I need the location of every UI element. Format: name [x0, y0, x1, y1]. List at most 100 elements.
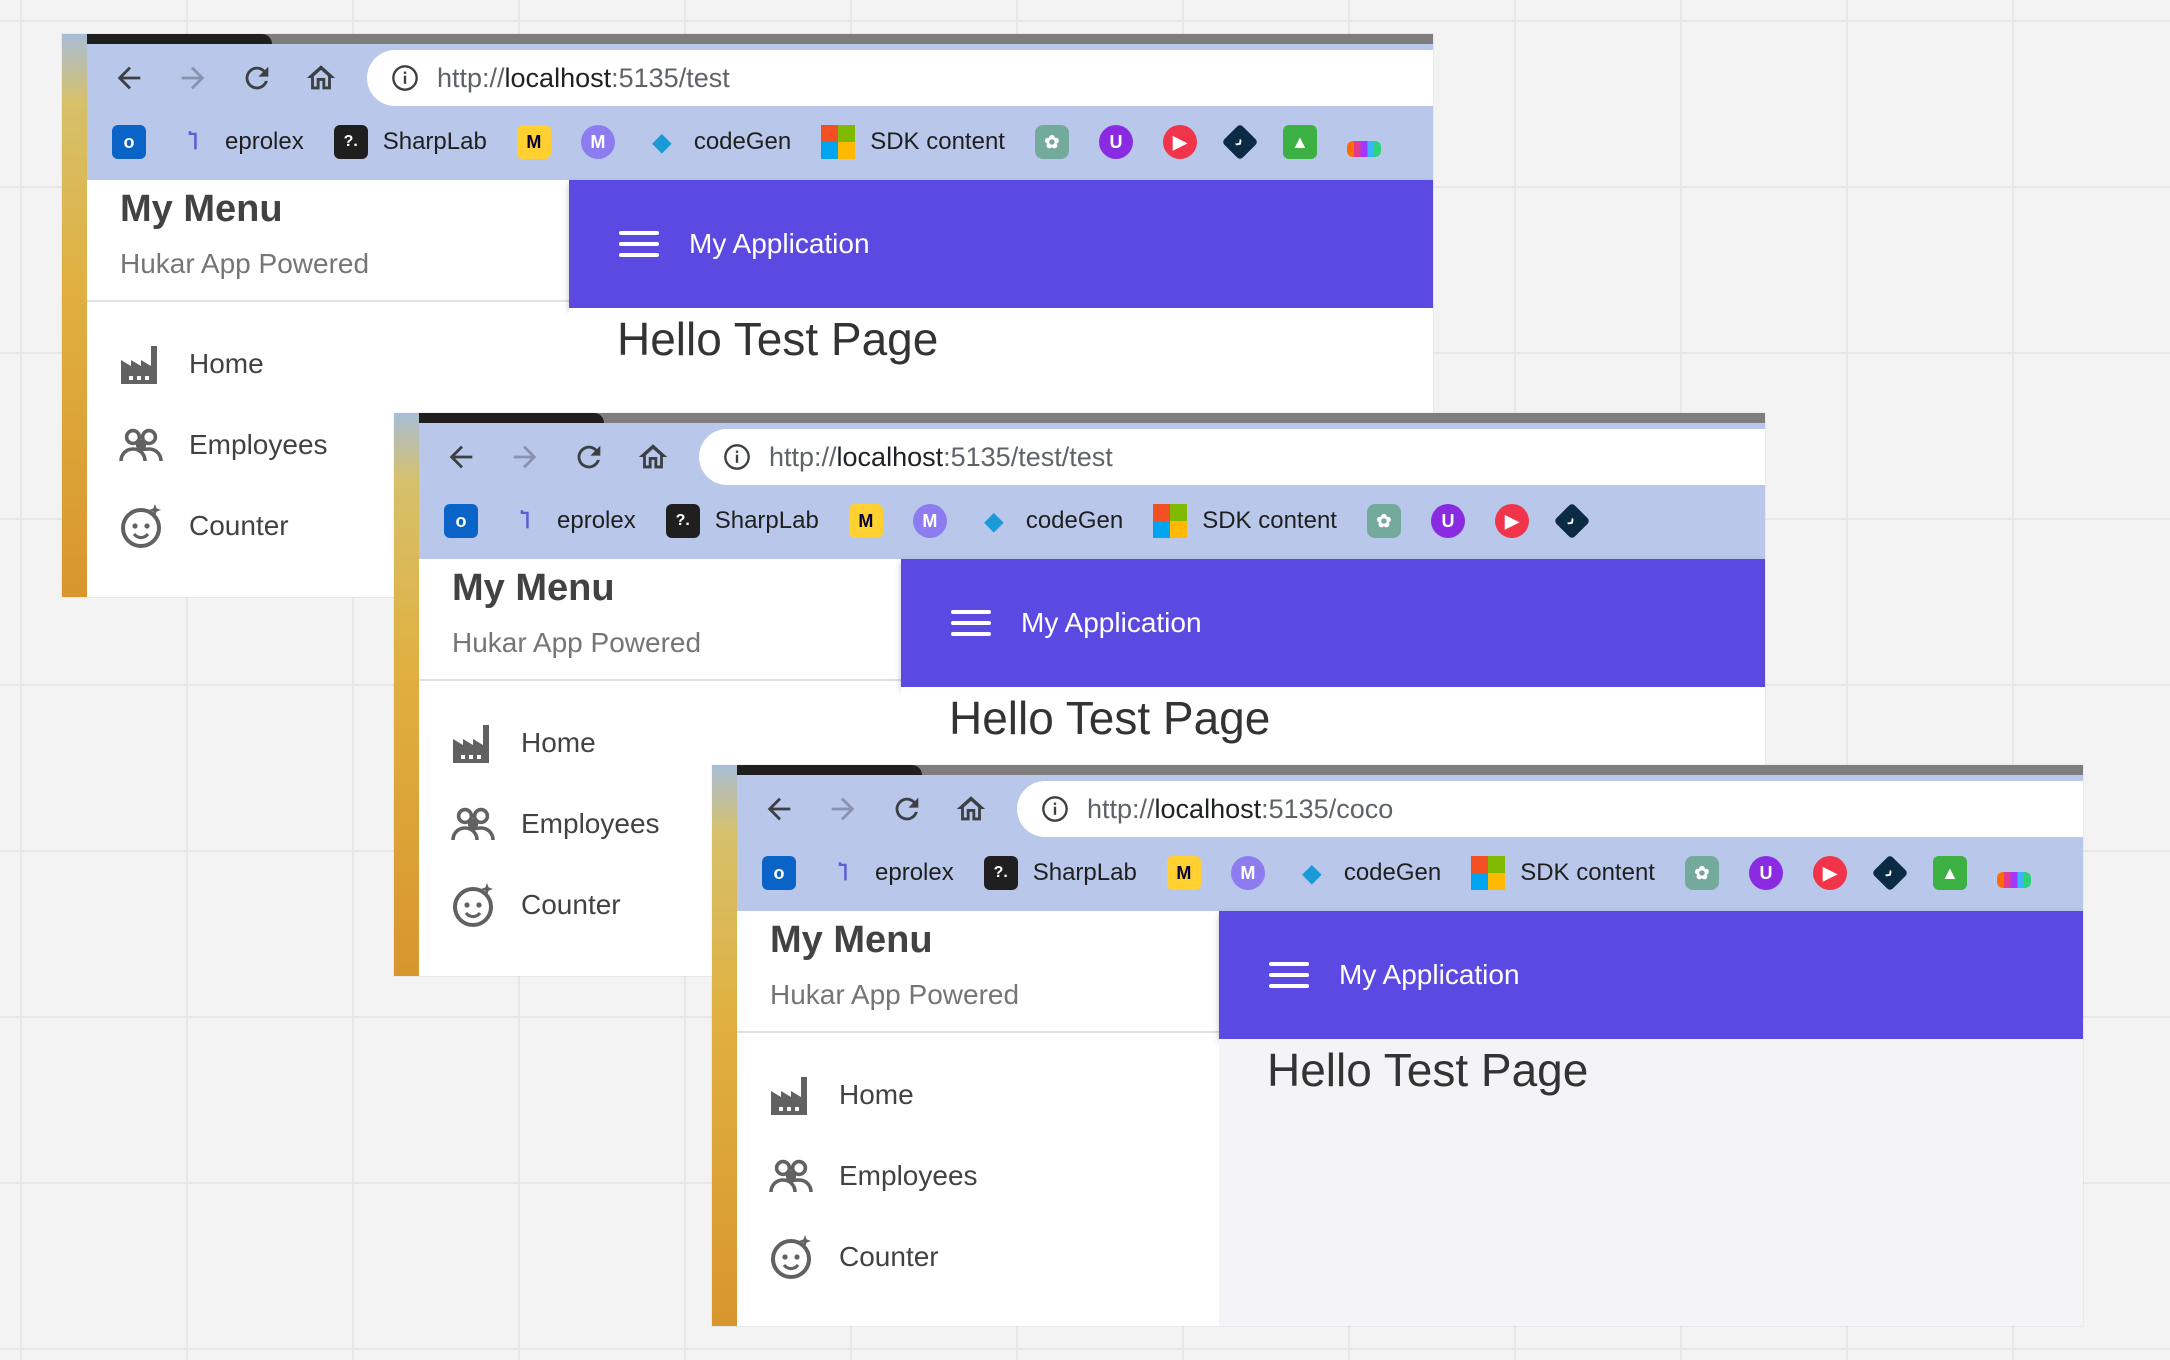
reload-icon[interactable] [887, 789, 927, 829]
bookmark-upwork[interactable]: U [1098, 125, 1133, 159]
bookmark-sdk-content[interactable]: SDK content [821, 125, 1005, 159]
bookmark-sdk-content[interactable]: SDK content [1471, 856, 1655, 890]
face-icon [121, 504, 161, 548]
youtube-icon: ▶ [1812, 856, 1847, 890]
upwork-icon: U [1748, 856, 1783, 890]
page-heading: Hello Test Page [617, 313, 939, 365]
page-heading: Hello Test Page [949, 692, 1271, 744]
app-bar: My Application [901, 559, 1765, 687]
bookmark-mastodon[interactable]: M [912, 504, 947, 538]
outlook-icon: o [112, 125, 146, 159]
back-arrow-icon[interactable] [441, 437, 481, 477]
nav-item-counter[interactable]: Counter [449, 875, 621, 935]
nav-item-counter[interactable]: Counter [767, 1227, 939, 1287]
drawer-title: My Menu [770, 919, 933, 961]
nav-item-label: Home [839, 1079, 914, 1110]
info-icon[interactable] [1041, 795, 1069, 823]
bookmark-chatgpt[interactable]: ✿ [1366, 504, 1401, 538]
address-bar[interactable]: http://localhost:5135/coco [1017, 781, 2083, 837]
drawer-title: My Menu [452, 567, 615, 609]
home-icon[interactable] [951, 789, 991, 829]
nav-item-employees[interactable]: Employees [449, 794, 660, 854]
bookmark-label: eprolex [875, 859, 954, 886]
nav-item-home[interactable]: Home [117, 334, 264, 394]
bookmark-miro[interactable]: M [848, 504, 883, 538]
bookmark-chatgpt[interactable]: ✿ [1684, 856, 1719, 890]
microsoft-icon [821, 125, 856, 159]
bookmark-upwork[interactable]: U [1430, 504, 1465, 538]
nav-item-home[interactable]: Home [767, 1065, 914, 1125]
drawer-divider [419, 679, 901, 681]
bookmark-chatgpt[interactable]: ✿ [1034, 125, 1069, 159]
bookmark-sharplab[interactable]: ?.SharpLab [983, 856, 1137, 890]
reload-icon[interactable] [569, 437, 609, 477]
window-top-edge [87, 34, 1433, 44]
back-arrow-icon[interactable] [109, 58, 149, 98]
nav-item-employees[interactable]: Employees [767, 1146, 978, 1206]
bookmark-label: SharpLab [1032, 859, 1137, 886]
bookmark-codegen[interactable]: ◆codeGen [976, 504, 1123, 538]
deezer-icon [1346, 141, 1381, 157]
bookmark-deezer[interactable] [1346, 127, 1381, 157]
bookmark-mastodon[interactable]: M [580, 125, 615, 159]
menu-icon[interactable] [1269, 955, 1309, 995]
bookmark-mastodon[interactable]: M [1230, 856, 1265, 890]
nav-item-label: Counter [839, 1241, 939, 1272]
bookmark-dart[interactable]: › [1871, 854, 1909, 892]
bookmark-sharplab[interactable]: ?.SharpLab [665, 504, 819, 538]
bookmark-dart[interactable]: › [1221, 123, 1259, 161]
home-icon[interactable] [301, 58, 341, 98]
nav-item-label: Employees [189, 429, 328, 460]
forward-arrow-icon[interactable] [505, 437, 545, 477]
eprolex-icon: Ⴈ [826, 856, 860, 890]
bookmark-remote-desktop[interactable]: ▲ [1282, 125, 1317, 159]
bookmark-sharplab[interactable]: ?.SharpLab [333, 125, 487, 159]
people-icon [769, 1159, 813, 1193]
face-icon [771, 1235, 811, 1279]
menu-icon[interactable] [619, 224, 659, 264]
chatgpt-icon: ✿ [1034, 125, 1069, 159]
menu-icon[interactable] [951, 603, 991, 643]
miro-icon: M [1166, 856, 1201, 890]
bookmark-remote-desktop[interactable]: ▲ [1932, 856, 1967, 890]
address-bar[interactable]: http://localhost:5135/test/test [699, 429, 1765, 485]
nav-item-home[interactable]: Home [449, 713, 596, 773]
factory-icon [771, 1077, 807, 1115]
bookmark-upwork[interactable]: U [1748, 856, 1783, 890]
address-bar[interactable]: http://localhost:5135/test [367, 50, 1433, 106]
nav-item-employees[interactable]: Employees [117, 415, 328, 475]
bookmark-codegen[interactable]: ◆codeGen [1294, 856, 1441, 890]
url-prefix: http:// [769, 441, 837, 472]
bookmark-youtube[interactable]: ▶ [1162, 125, 1197, 159]
bookmark-outlook[interactable]: o [762, 856, 796, 890]
back-arrow-icon[interactable] [759, 789, 799, 829]
bookmark-deezer[interactable] [1996, 858, 2031, 888]
dart-icon: › [1553, 502, 1591, 540]
reload-icon[interactable] [237, 58, 277, 98]
bookmark-outlook[interactable]: o [112, 125, 146, 159]
bookmark-sdk-content[interactable]: SDK content [1153, 504, 1337, 538]
nav-item-counter[interactable]: Counter [117, 496, 289, 556]
bookmark-miro[interactable]: M [516, 125, 551, 159]
app-bar: My Application [569, 180, 1433, 308]
forward-arrow-icon[interactable] [173, 58, 213, 98]
bookmark-outlook[interactable]: o [444, 504, 478, 538]
bookmark-codegen[interactable]: ◆codeGen [644, 125, 792, 159]
bookmark-youtube[interactable]: ▶ [1494, 504, 1529, 538]
forward-arrow-icon[interactable] [823, 789, 863, 829]
people-icon [451, 807, 495, 841]
home-icon[interactable] [633, 437, 673, 477]
info-icon[interactable] [391, 64, 419, 92]
url-host: localhost [1154, 793, 1262, 824]
bookmark-label: codeGen [693, 128, 792, 155]
bookmark-youtube[interactable]: ▶ [1812, 856, 1847, 890]
bookmark-dart[interactable]: › [1553, 502, 1591, 540]
info-icon[interactable] [723, 443, 751, 471]
bookmark-miro[interactable]: M [1166, 856, 1201, 890]
nav-item-label: Home [521, 727, 596, 758]
